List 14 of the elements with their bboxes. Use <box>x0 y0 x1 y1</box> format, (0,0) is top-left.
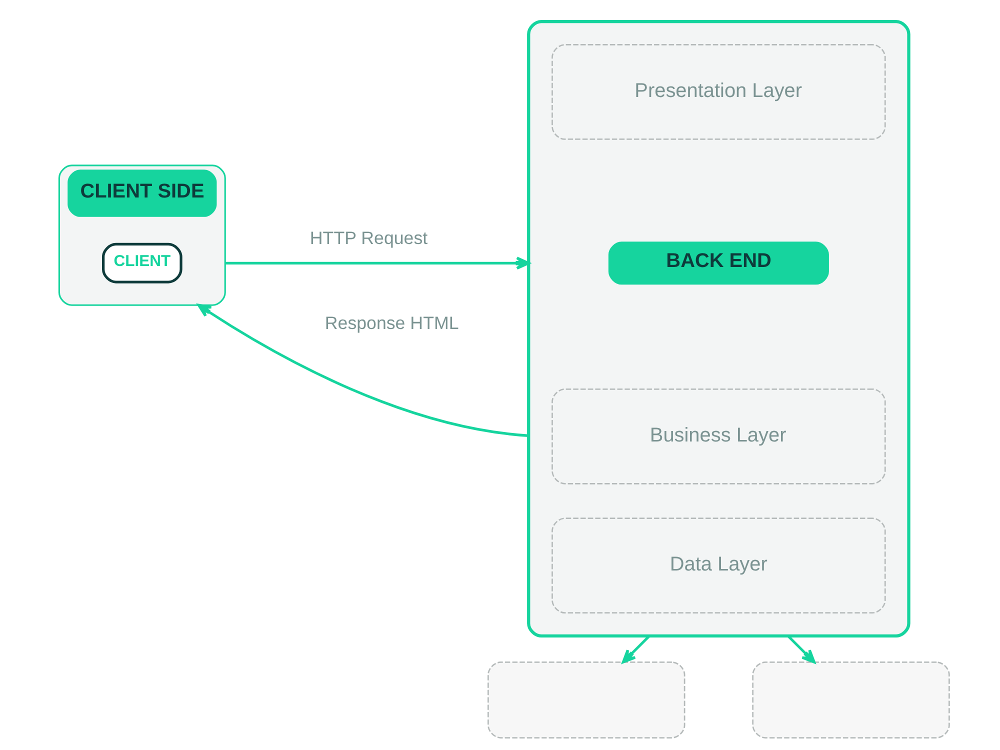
node-box <box>488 661 686 738</box>
arrow <box>197 303 529 437</box>
edge-label: Response HTML <box>324 312 459 332</box>
node-box: Data Layer <box>552 517 886 614</box>
arrow <box>622 634 650 663</box>
node-box: CLIENT <box>102 242 182 283</box>
node-box <box>752 661 950 738</box>
node-box: BACK END <box>608 241 829 284</box>
node-box: Presentation Layer <box>552 44 886 140</box>
arrow <box>225 256 530 270</box>
edge-label: HTTP Request <box>310 227 428 248</box>
arrow <box>787 634 816 663</box>
node-box: Business Layer <box>552 388 886 484</box>
cluster <box>527 20 910 637</box>
